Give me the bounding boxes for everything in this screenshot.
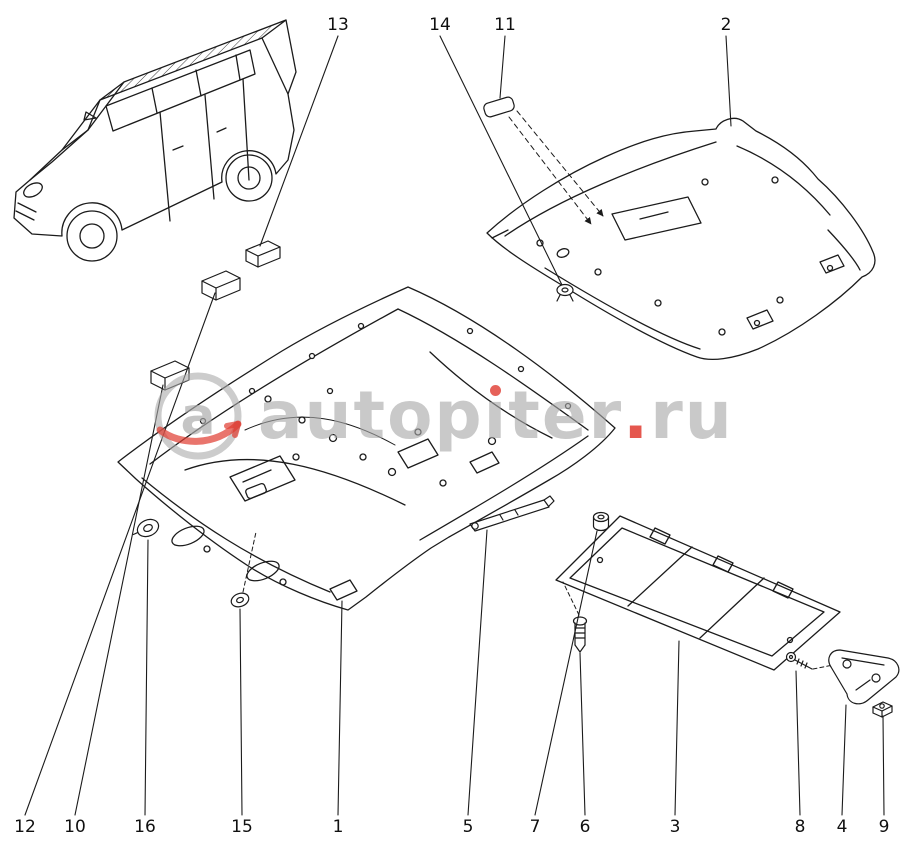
callout-15: 15 [231,817,253,837]
leader-16 [144,539,149,816]
roof-panel-console-cutout [611,196,702,241]
callout-14: 14 [429,15,451,35]
car-mirror [83,111,97,121]
leader-9 [882,715,885,816]
leader-8 [795,670,801,816]
leader-2 [725,35,732,127]
callout-5: 5 [462,817,474,837]
headliner-console-opening [229,455,296,502]
callout-4: 4 [836,817,848,837]
callout-9: 9 [878,817,890,837]
nut-9 [872,701,893,718]
callout-11: 11 [494,15,516,35]
roof-trim-panel [486,117,876,360]
trim-panel-outline [555,515,841,671]
leader-15 [239,608,243,816]
vehicle-illustration [13,19,297,262]
clip-7 [592,511,610,532]
car-side-glass [105,49,256,132]
roof-panel-outline [486,117,876,360]
callout-2: 2 [720,15,732,35]
headliner-panel [117,286,616,611]
trim-panel [555,515,841,671]
clip-13 [245,240,281,268]
visor-recess [171,525,205,547]
retainer-5 [469,495,555,532]
car-headlight [23,182,43,198]
leader-12 [24,292,216,816]
callout-7: 7 [529,817,541,837]
grommet-15 [230,531,257,608]
callout-6: 6 [579,817,591,837]
leader-6 [579,652,586,816]
callout-1: 1 [332,817,344,837]
pad-11 [483,96,515,118]
callout-16: 16 [134,817,156,837]
screw-6 [562,581,588,653]
car-front-wheel [66,210,118,262]
car-body-outline [13,37,295,237]
grommet-14 [556,283,574,302]
callout-10: 10 [64,817,86,837]
callout-8: 8 [794,817,806,837]
visor-bracket-4 [828,649,900,705]
callout-13: 13 [327,15,349,35]
install-direction-arrows [508,110,604,225]
leader-10 [74,384,164,816]
leader-13 [259,35,339,247]
leader-11 [499,35,506,99]
car-rear-wheel [225,154,273,202]
leader-1 [337,600,343,816]
car-roof-hatched [99,19,287,101]
leader-4 [841,704,847,816]
leader-5 [467,529,488,816]
clip-16 [132,518,160,538]
leader-3 [674,640,680,816]
callout-3: 3 [669,817,681,837]
clip-10 [150,360,190,391]
clip-12 [201,270,241,301]
callout-12: 12 [14,817,36,837]
leader-7 [534,530,598,816]
visor-recess [246,560,280,582]
headliner-outline [117,286,616,611]
leader-14 [439,35,563,286]
